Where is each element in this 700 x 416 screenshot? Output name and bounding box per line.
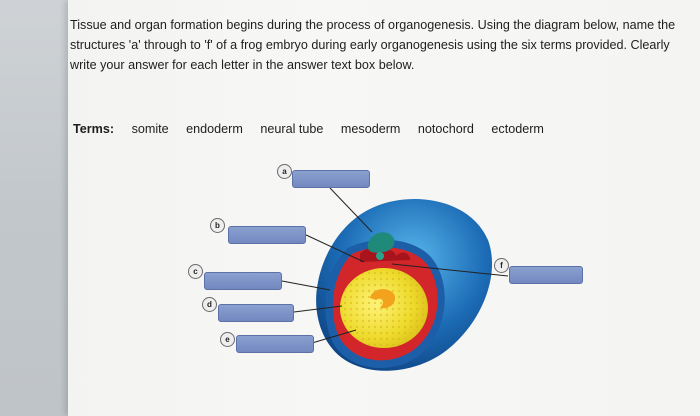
term-notochord: notochord: [417, 122, 474, 136]
label-badge-d: d: [202, 297, 217, 312]
label-badge-c: c: [188, 264, 203, 279]
embryo-neural-tube: [367, 232, 395, 253]
pointer-line-c: [281, 280, 331, 291]
term-endoderm: endoderm: [186, 122, 243, 136]
label-badge-e: e: [220, 332, 235, 347]
answer-box-a[interactable]: [292, 170, 370, 188]
term-somite: somite: [131, 122, 169, 136]
label-badge-b: b: [210, 218, 225, 233]
answer-box-c[interactable]: [204, 272, 282, 290]
question-text: Tissue and organ formation begins during…: [70, 18, 676, 72]
pointer-line-b: [303, 233, 365, 263]
background-edge: [0, 0, 68, 416]
pointer-line-e: [311, 329, 357, 344]
label-badge-f: f: [494, 258, 509, 273]
terms-label: Terms:: [73, 122, 115, 136]
answer-box-e[interactable]: [236, 335, 314, 353]
pointer-line-d: [293, 305, 343, 313]
answer-box-d[interactable]: [218, 304, 294, 322]
pointer-line-a: [329, 187, 373, 233]
answer-box-b[interactable]: [228, 226, 306, 244]
pointer-line-f: [391, 263, 509, 277]
term-neural-tube: neural tube: [260, 122, 324, 136]
terms-list: Terms: somite endoderm neural tube mesod…: [73, 122, 558, 136]
term-mesoderm: mesoderm: [340, 122, 401, 136]
embryo-archenteron: [370, 289, 396, 309]
embryo-notochord: [376, 252, 384, 260]
answer-box-f[interactable]: [509, 266, 583, 284]
label-badge-a: a: [277, 164, 292, 179]
term-ectoderm: ectoderm: [491, 122, 544, 136]
